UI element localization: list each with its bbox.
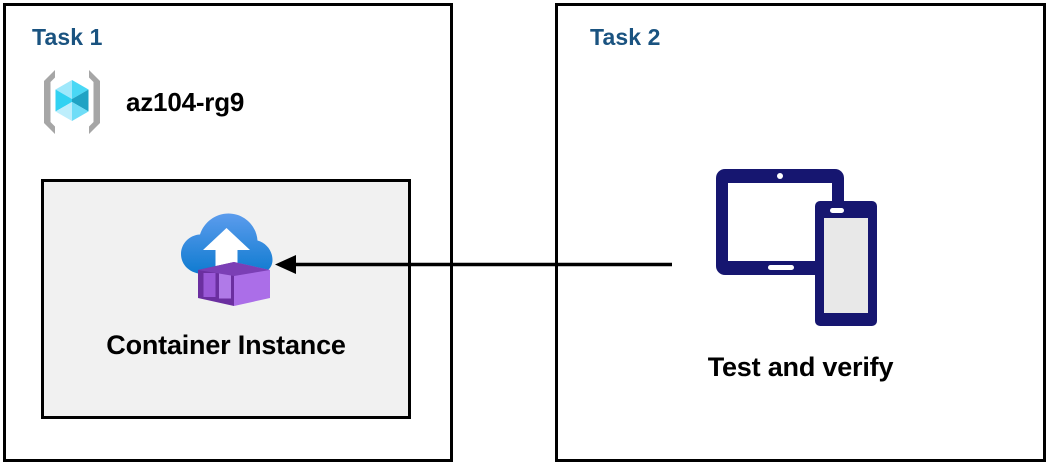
task-2-panel: Task 2 Test and verify xyxy=(555,3,1046,462)
test-verify-block: Test and verify xyxy=(558,161,1043,383)
azure-container-instance-icon xyxy=(181,213,273,306)
resource-group-name: az104-rg9 xyxy=(126,86,245,117)
task-2-title: Task 2 xyxy=(590,24,661,50)
task-1-title: Task 1 xyxy=(32,24,103,50)
azure-resource-group-icon xyxy=(44,70,100,134)
resource-group-row: az104-rg9 xyxy=(34,64,244,140)
devices-tablet-phone-icon xyxy=(715,169,877,326)
test-verify-label: Test and verify xyxy=(707,352,894,382)
task-1-panel: Task 1 az104-rg9 xyxy=(3,3,453,462)
container-instance-box: Container Instance xyxy=(41,179,411,419)
container-instance-label: Container Instance xyxy=(106,330,346,360)
